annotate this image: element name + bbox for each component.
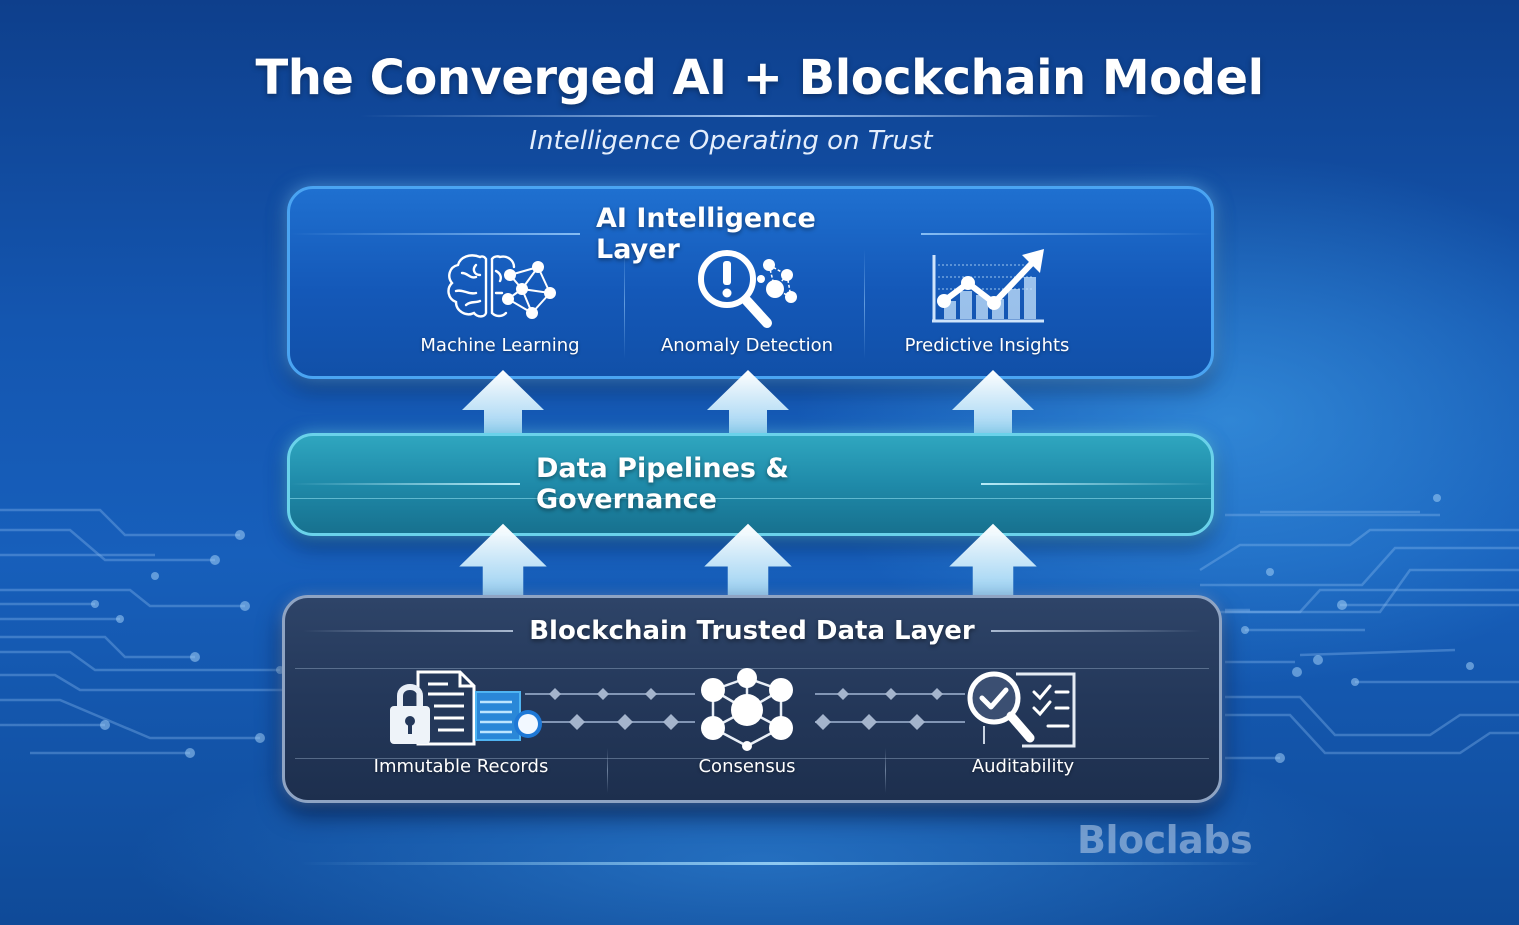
up-arrow-icon — [459, 523, 547, 597]
ai-item-label: Machine Learning — [420, 335, 580, 356]
chain-rule-bottom — [295, 758, 1209, 759]
ai-item-machine-learning: Machine Learning — [400, 247, 600, 356]
ai-item-anomaly-detection: Anomaly Detection — [647, 247, 847, 356]
bottom-glow-line — [300, 862, 1260, 865]
column-divider — [864, 249, 865, 359]
chain-item-label: Consensus — [698, 756, 796, 777]
ai-layer-heading: AI Intelligence Layer — [290, 203, 1211, 265]
up-arrow-icon — [704, 523, 792, 597]
chain-item-immutable-records: Immutable Records — [361, 666, 561, 777]
trend-chart-icon — [932, 249, 1044, 323]
heading-rule-right — [990, 630, 1201, 632]
brand-watermark: Bloclabs — [1077, 818, 1253, 862]
brain-network-icon — [447, 254, 556, 319]
chain-rule-top — [295, 668, 1209, 669]
blockchain-trusted-data-layer: Blockchain Trusted Data Layer — [282, 595, 1222, 803]
ai-item-label: Predictive Insights — [904, 335, 1070, 356]
chain-layer-heading: Blockchain Trusted Data Layer — [285, 616, 1219, 646]
heading-rule-left — [290, 233, 580, 235]
chain-item-consensus: Consensus — [647, 666, 847, 777]
chain-layer-title: Blockchain Trusted Data Layer — [529, 616, 975, 646]
heading-rule-left — [303, 630, 514, 632]
chain-item-label: Auditability — [971, 756, 1075, 777]
heading-rule-right — [921, 233, 1211, 235]
up-arrow-icon — [707, 370, 789, 438]
column-divider — [624, 249, 625, 359]
ai-layer-title: AI Intelligence Layer — [596, 203, 816, 265]
column-divider — [607, 748, 608, 793]
ai-item-label: Anomaly Detection — [660, 335, 834, 356]
node-network-icon — [701, 668, 793, 751]
chain-item-label: Immutable Records — [373, 756, 549, 777]
locked-document-icon — [390, 670, 542, 746]
layer-band — [290, 498, 1211, 499]
heading-rule-right — [981, 483, 1211, 485]
audit-checklist-icon — [967, 671, 1076, 748]
up-arrow-icon — [952, 370, 1034, 438]
column-divider — [885, 748, 886, 793]
chain-item-auditability: Auditability — [923, 666, 1123, 777]
page-subtitle: Intelligence Operating on Trust — [529, 126, 933, 156]
up-arrow-icon — [949, 523, 1037, 597]
data-layer-heading: Data Pipelines & Governance — [290, 453, 1211, 515]
heading-rule-left — [290, 483, 520, 485]
ai-item-predictive-insights: Predictive Insights — [887, 247, 1087, 356]
magnifier-alert-icon — [698, 250, 797, 328]
up-arrow-icon — [462, 370, 544, 438]
ai-intelligence-layer: AI Intelligence Layer Machine Learn — [287, 186, 1214, 379]
title-divider — [360, 115, 1160, 117]
page-title: The Converged AI + Blockchain Model — [255, 50, 1264, 106]
data-layer-title: Data Pipelines & Governance — [536, 453, 789, 515]
chain-links — [525, 688, 965, 730]
